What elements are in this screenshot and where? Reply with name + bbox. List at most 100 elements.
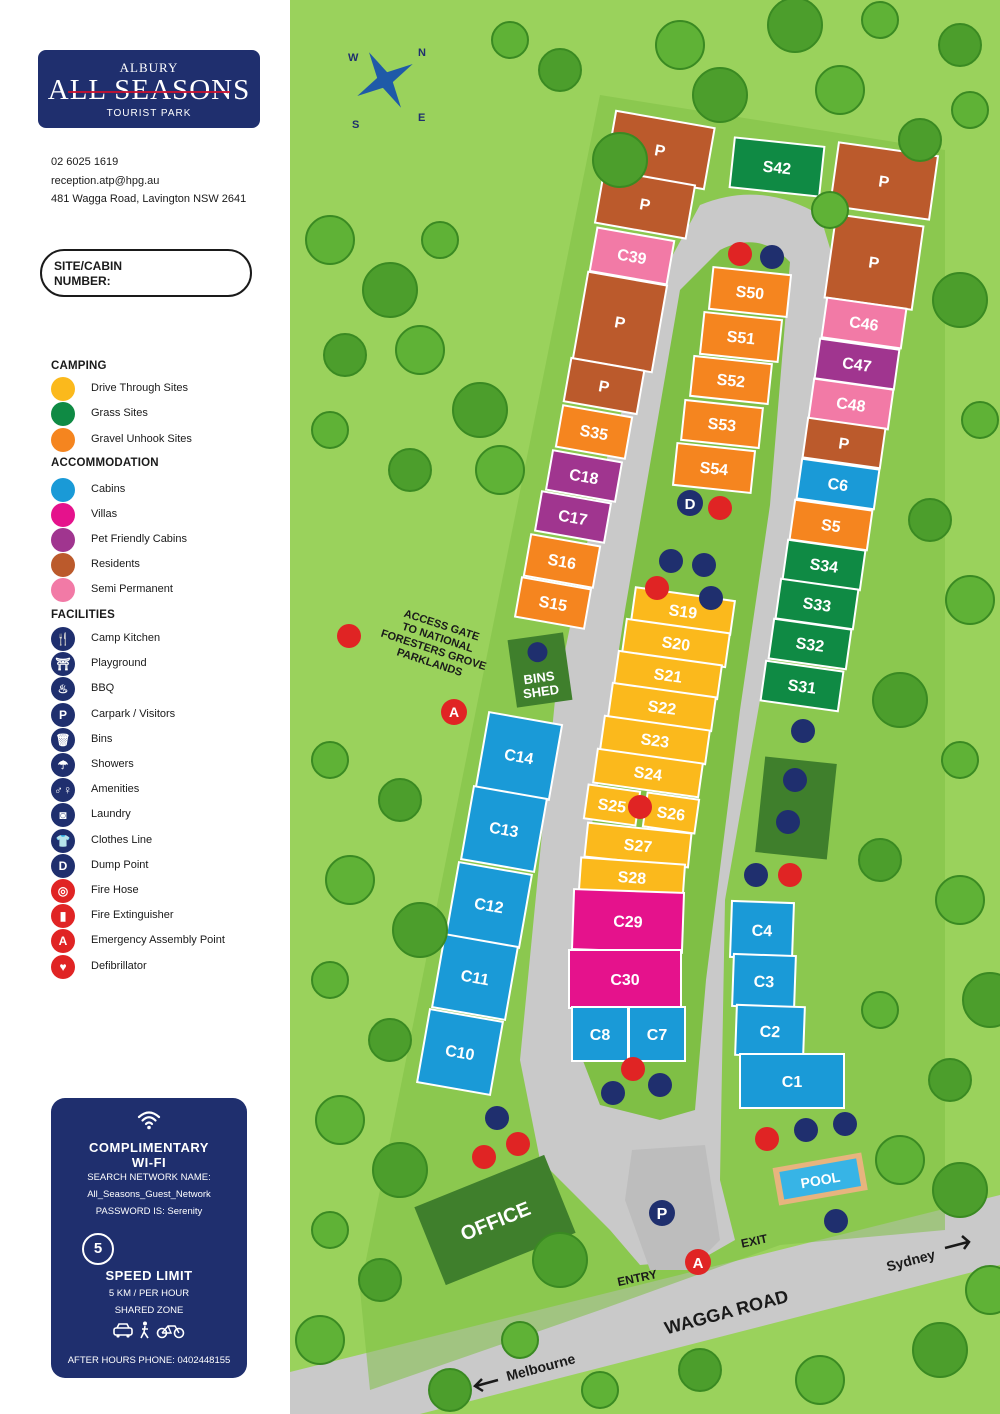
tree	[311, 1211, 349, 1249]
fire-extinguisher-icon	[645, 576, 669, 600]
tree	[898, 118, 942, 162]
site-label: C10	[444, 1043, 476, 1065]
toilet-icon: ♂♀	[51, 778, 75, 803]
svg-text:P: P	[657, 1206, 668, 1223]
tree	[962, 972, 1000, 1028]
site-s51: S51	[698, 310, 784, 364]
site-label: S27	[623, 837, 653, 857]
site-plot	[680, 398, 764, 450]
walker-icon	[140, 1321, 149, 1339]
sidebar: ALBURY ALL SEASONS TOURIST PARK 02 6025 …	[0, 0, 290, 1414]
tree	[932, 1162, 988, 1218]
site-s5: S5	[788, 498, 874, 552]
legend-swatch	[51, 578, 75, 602]
legend-item: Villas	[51, 503, 271, 527]
site-plot	[820, 296, 908, 350]
legend-label: Defibrillator	[91, 959, 147, 972]
legend-facilities-heading: FACILITIES	[51, 609, 115, 621]
compass-north: N	[418, 47, 426, 59]
site-plot	[698, 310, 784, 364]
site-label: S25	[597, 796, 628, 817]
site-plot	[801, 416, 887, 470]
compass: N W S E	[348, 47, 426, 131]
pool: POOL	[772, 1152, 868, 1206]
tree	[358, 1258, 402, 1302]
site-label: S35	[578, 423, 609, 445]
fire-hose-icon	[337, 624, 361, 648]
site-label: S16	[546, 552, 577, 574]
site-label: C3	[753, 974, 774, 992]
site-label: C7	[647, 1027, 668, 1044]
fire-hose-icon	[628, 795, 652, 819]
site-s42: S42	[728, 136, 826, 198]
shared-zone: SHARED ZONE	[114, 1305, 184, 1316]
bicycle-icon	[156, 1325, 185, 1339]
tree	[421, 221, 459, 259]
tree	[311, 961, 349, 999]
site-plot	[513, 576, 593, 630]
bin-icon	[485, 1106, 509, 1130]
tree	[938, 23, 982, 67]
tree	[388, 448, 432, 492]
site-label: S34	[809, 556, 840, 577]
site-label: C2	[759, 1024, 780, 1042]
site-plot	[795, 457, 881, 511]
tree	[692, 67, 748, 123]
legend-label: Grass Sites	[91, 407, 148, 419]
site-s54: S54	[671, 441, 757, 495]
fire-hose-icon: ◎	[51, 879, 75, 903]
legend-item: ♨BBQ	[51, 677, 271, 702]
site-c14: C14	[474, 710, 564, 802]
site-c1: C1	[739, 1053, 845, 1109]
site-c11: C11	[430, 932, 520, 1022]
tree	[951, 91, 989, 129]
tree	[872, 672, 928, 728]
legend-item: Drive Through Sites	[51, 377, 271, 401]
tree	[311, 741, 349, 779]
site-s31: S31	[759, 659, 845, 713]
tree	[305, 215, 355, 265]
site-c6: C6	[795, 457, 881, 511]
site-s50: S50	[707, 265, 793, 319]
site-label: S33	[802, 595, 833, 616]
site-label: C48	[835, 395, 867, 416]
shower-icon: ☂	[51, 753, 75, 777]
legend-item: Gravel Unhook Sites	[51, 428, 271, 452]
site-label: P	[597, 378, 611, 397]
site-label: C4	[751, 923, 772, 941]
site-plot	[522, 533, 602, 589]
tree	[961, 401, 999, 439]
tree	[325, 855, 375, 905]
site-plot	[415, 1007, 505, 1097]
site-label: C30	[610, 972, 639, 989]
legend-item: ⛩ Playground	[51, 652, 271, 677]
legend-label: Villas	[91, 508, 118, 520]
parking-icon	[649, 1200, 675, 1226]
swing-icon: ⛩	[51, 652, 75, 677]
bins-shed-label-1: BINS	[523, 668, 556, 687]
svg-text:A: A	[449, 704, 459, 720]
site-c4: C4	[729, 899, 795, 961]
tree	[315, 1095, 365, 1145]
site-label: C14	[503, 747, 535, 769]
trees	[295, 0, 1000, 1412]
site-c39: C39	[588, 226, 676, 286]
site-plot	[430, 932, 520, 1022]
site-p: P	[828, 141, 940, 221]
fork-knife-icon	[692, 553, 716, 577]
legend-item: ♥Defibrillator	[51, 954, 271, 979]
bins-shed: BINS SHED	[507, 632, 573, 708]
legend-label: Playground	[91, 657, 147, 670]
site-label: P	[877, 173, 890, 191]
site-label: S52	[716, 372, 746, 392]
site-plot	[533, 490, 613, 544]
wifi-network-label: SEARCH NETWORK NAME:	[87, 1172, 211, 1183]
bbq-icon	[601, 1081, 625, 1105]
legend-camping-heading: CAMPING	[51, 360, 107, 372]
logo-line-3: TOURIST PARK	[106, 108, 192, 119]
wifi-password: PASSWORD IS: Serenity	[95, 1206, 203, 1217]
site-p: P	[823, 213, 925, 311]
site-plot	[767, 617, 853, 671]
legend-label: Clothes Line	[91, 833, 153, 846]
